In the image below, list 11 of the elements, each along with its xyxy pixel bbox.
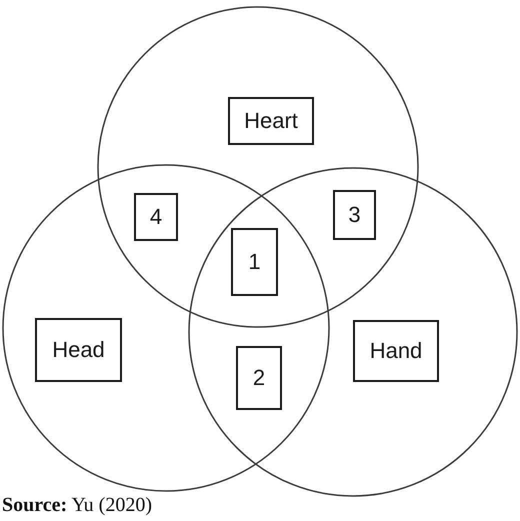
category-label: Heart — [228, 97, 314, 145]
region-number: 1 — [231, 228, 278, 296]
category-label: Head — [35, 318, 122, 382]
venn-circle — [97, 6, 419, 328]
region-number: 3 — [333, 190, 376, 240]
venn-circle — [2, 164, 330, 492]
venn-circle — [188, 167, 518, 497]
region-number: 2 — [236, 346, 282, 410]
source-caption: Source: Yu (2020) — [2, 494, 152, 517]
category-label: Hand — [353, 320, 439, 382]
region-number: 4 — [134, 193, 178, 241]
